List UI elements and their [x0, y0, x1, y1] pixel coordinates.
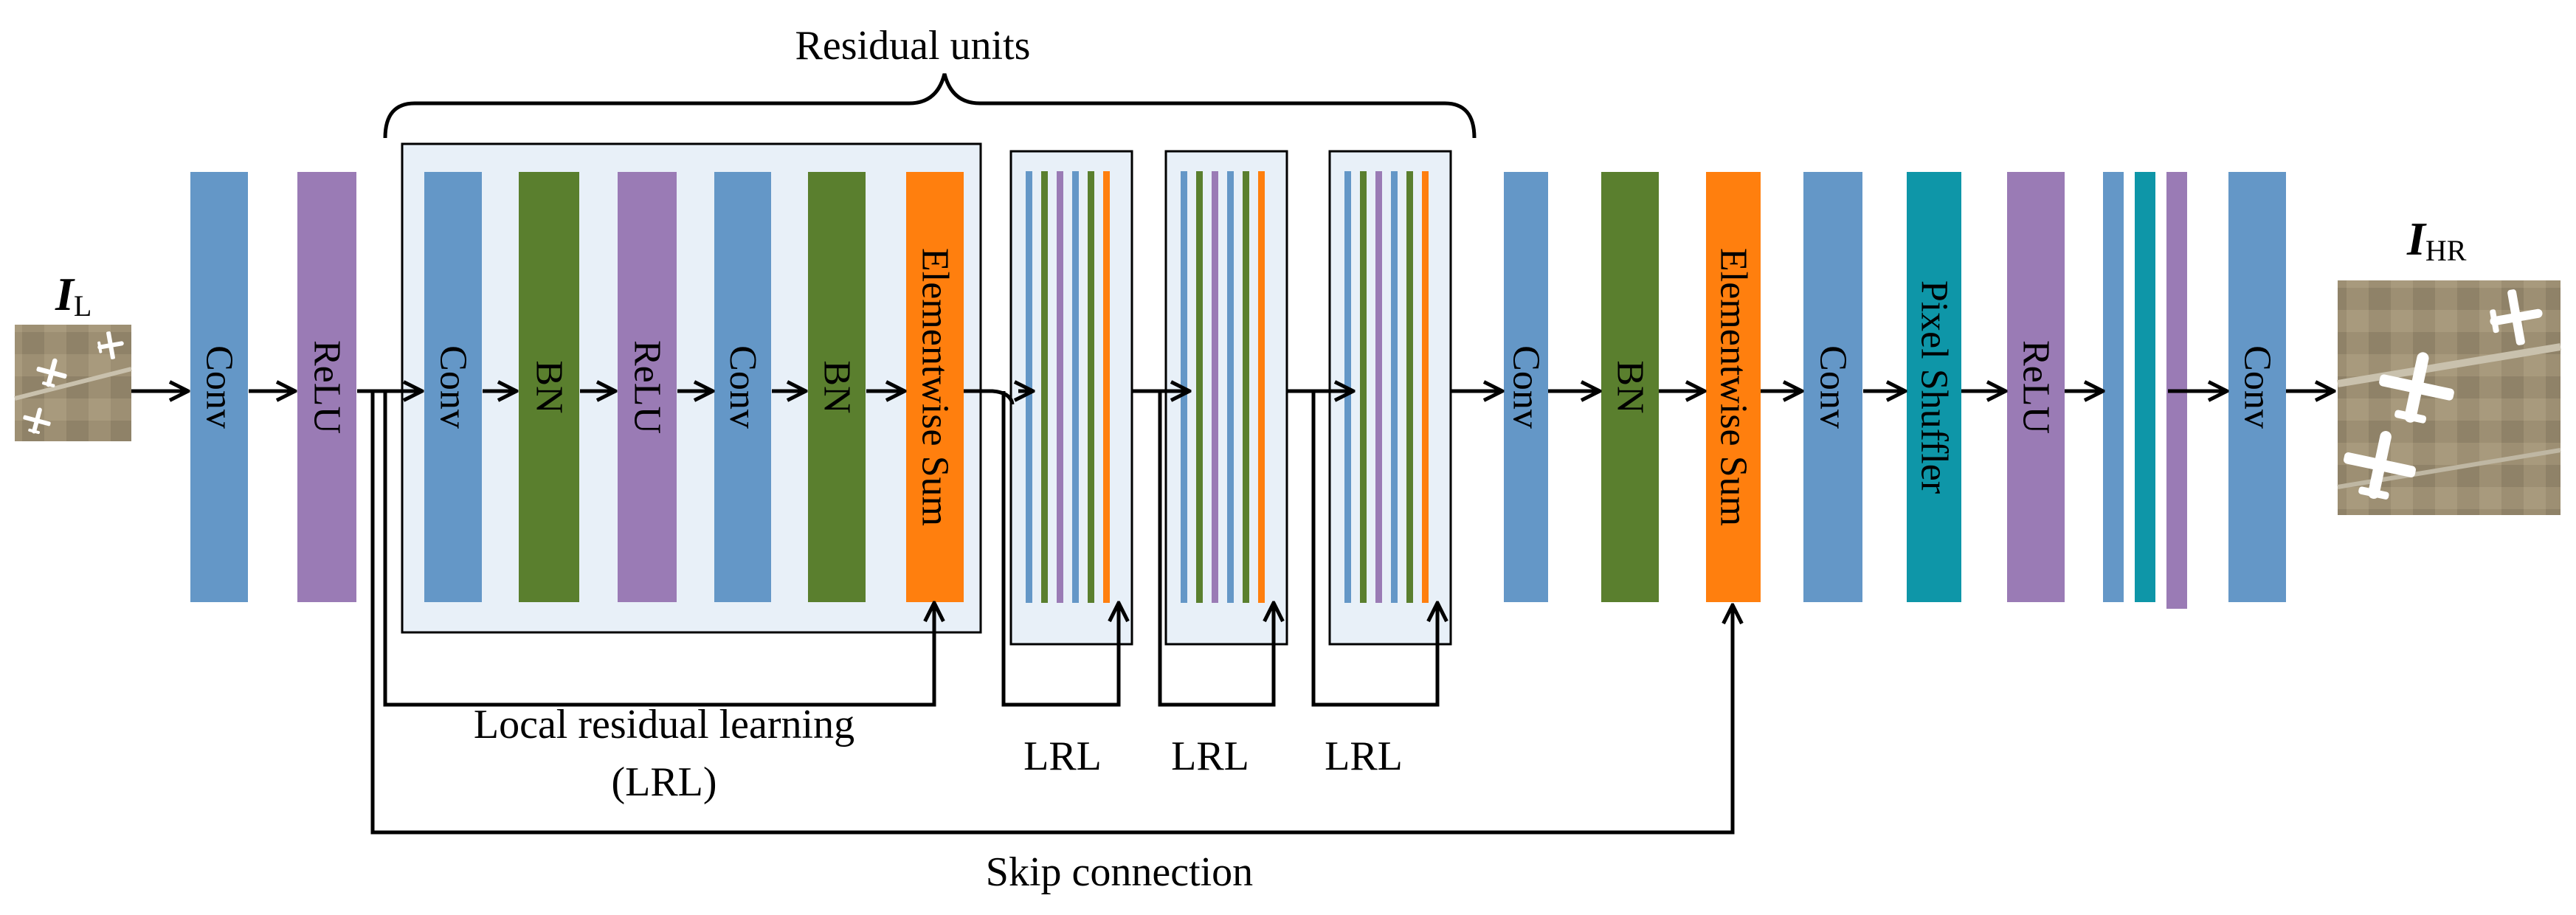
conv-block-6-rect [2228, 172, 2286, 602]
relu-block-3-rect [2007, 172, 2065, 602]
relu-block-2: ReLU [618, 172, 677, 602]
mini-unit-3-layer-1 [1344, 171, 1351, 603]
mini-unit-1-layer-4 [1072, 171, 1079, 603]
residual-unit-panel [401, 142, 982, 634]
mini-unit-2-layer-1 [1181, 171, 1187, 603]
relu-block-1-rect [297, 172, 356, 602]
mini-unit-1-layer-6 [1103, 171, 1110, 603]
conv-block-1-rect [190, 172, 248, 602]
output-image [2336, 280, 2561, 515]
lrl-label-3: LRL [1325, 733, 1403, 779]
pixel-shuffler-block: Pixel Shuffler [1907, 172, 1961, 602]
bn-block-3: BN [1601, 172, 1659, 602]
main-flow-arrows [131, 391, 2334, 405]
mini-unit-2-layer-2 [1196, 171, 1203, 603]
conv-block-5-label: Conv [1812, 345, 1854, 429]
relu-block-2-label: ReLU [626, 340, 669, 434]
mini-unit-1-layer-5 [1088, 171, 1094, 603]
mini-unit-2-layer-3 [1212, 171, 1218, 603]
mini-unit-2-layer-6 [1258, 171, 1265, 603]
bn-block-2-label: BN [816, 360, 858, 413]
output-label: IHR [2406, 213, 2467, 267]
conv-block-1: Conv [190, 172, 248, 602]
conv-block-6-label: Conv [2237, 345, 2279, 429]
conv-block-2: Conv [424, 172, 482, 602]
conv-block-4: Conv [1504, 172, 1548, 602]
mini-unit-2-layer-4 [1227, 171, 1234, 603]
conv-block-4-label: Conv [1505, 345, 1547, 429]
bn-block-2: BN [808, 172, 866, 602]
relu-block-1-label: ReLU [306, 340, 348, 434]
local-residual-learning-label: Local residual learning [474, 702, 854, 747]
mini-unit-3-layer-3 [1375, 171, 1382, 603]
conv-block-5: Conv [1803, 172, 1862, 602]
mini-unit-3-layer-2 [1360, 171, 1367, 603]
elementwise-sum-block-2-label: Elementwise Sum [1713, 248, 1755, 526]
conv-block-3-rect [714, 172, 771, 602]
upsample-stripe-2 [2135, 172, 2155, 602]
relu-block-2-rect [618, 172, 677, 602]
local-residual-learning-connection [383, 391, 1437, 707]
relu-block-1: ReLU [297, 172, 356, 602]
elementwise-sum-block-2-rect [1706, 172, 1761, 602]
bn-block-2-rect [808, 172, 866, 602]
skip-connection-label: Skip connection [986, 849, 1253, 895]
conv-block-4-rect [1504, 172, 1548, 602]
bn-block-1-label: BN [528, 360, 570, 413]
relu-block-3: ReLU [2007, 172, 2065, 602]
relu-block-3-label: ReLU [2015, 340, 2057, 434]
elementwise-sum-block-2: Elementwise Sum [1706, 172, 1761, 602]
mini-unit-1-layer-2 [1041, 171, 1048, 603]
conv-block-5-rect [1803, 172, 1862, 602]
bn-block-3-rect [1601, 172, 1659, 602]
elementwise-sum-block-1-rect [906, 172, 964, 602]
lrl-paren-label: (LRL) [611, 759, 716, 805]
conv-block-3: Conv [714, 172, 771, 602]
bn-block-3-label: BN [1609, 360, 1651, 413]
conv-block-2-label: Conv [432, 345, 474, 429]
upsample-stripe-1 [2103, 172, 2124, 602]
bn-block-1: BN [519, 172, 579, 602]
lrl-label-1: LRL [1023, 733, 1102, 779]
conv-block-6: Conv [2228, 172, 2286, 602]
residual-units-label: Residual units [795, 23, 1031, 69]
mini-unit-3-layer-5 [1406, 171, 1413, 603]
mini-unit-1-layer-1 [1026, 171, 1032, 603]
residual-units-brace [383, 73, 1477, 139]
bn-block-1-rect [519, 172, 579, 602]
lrl-label-2: LRL [1171, 733, 1249, 779]
skip-connection-line [370, 391, 1733, 835]
pixel-shuffler-block-label: Pixel Shuffler [1913, 280, 1955, 494]
mini-unit-3-layer-6 [1422, 171, 1429, 603]
input-label: IL [55, 268, 91, 322]
input-image [14, 325, 132, 441]
conv-block-2-rect [424, 172, 482, 602]
mini-unit-2-layer-5 [1243, 171, 1249, 603]
elementwise-sum-block-1-label: Elementwise Sum [914, 248, 956, 526]
elementwise-sum-block-1: Elementwise Sum [906, 172, 964, 602]
mini-unit-3-layer-4 [1391, 171, 1398, 603]
conv-block-3-label: Conv [722, 345, 764, 429]
conv-block-1-label: Conv [198, 345, 241, 429]
mini-unit-1-layer-3 [1057, 171, 1063, 603]
pixel-shuffler-block-rect [1907, 172, 1961, 602]
